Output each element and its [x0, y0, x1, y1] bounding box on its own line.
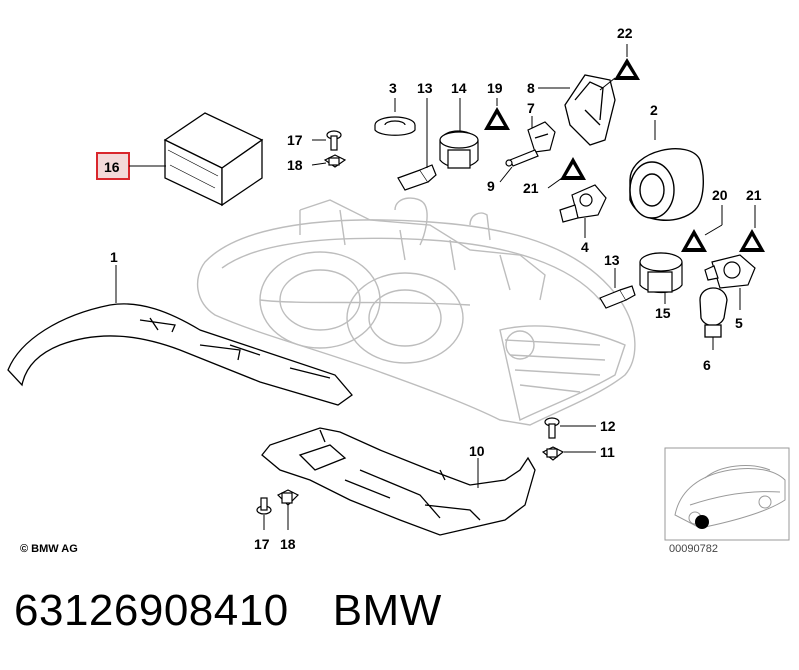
highlight-box-16: [96, 152, 130, 180]
part-12-screw: [544, 417, 560, 439]
part-14-socket: [439, 130, 479, 169]
callout-21-right: 21: [746, 187, 762, 203]
part-2-reflector-bowl: [629, 148, 704, 221]
part-19-warning-label: [484, 107, 510, 130]
brand-name: BMW: [332, 586, 442, 635]
callout-18-upper: 18: [287, 157, 303, 173]
callout-13-upper: 13: [417, 80, 433, 96]
part-18-clip-upper: [323, 154, 347, 168]
part-21-warning-label-right: [739, 229, 765, 252]
callout-20: 20: [712, 187, 728, 203]
part-11-clip: [541, 446, 565, 461]
part-21-warning-label-mid: [560, 157, 586, 180]
parts-diagram: 1 2 3 4 5 6 7 8 9 10 11 12 13 13 14 15 1…: [7, 25, 790, 555]
callout-7: 7: [527, 100, 535, 116]
part-13-bulb-upper: [397, 164, 437, 191]
part-5-bulb-socket: [704, 254, 756, 289]
callout-5: 5: [735, 315, 743, 331]
callout-2: 2: [650, 102, 658, 118]
headlight-housing-ghost: [196, 197, 636, 426]
copyright-text: © BMW AG: [20, 543, 78, 555]
callout-14: 14: [451, 80, 467, 96]
part-13-bulb-lower: [599, 285, 636, 309]
callout-19: 19: [487, 80, 503, 96]
vehicle-thumbnail: [664, 447, 790, 541]
diagram-code: 00090782: [669, 543, 718, 555]
callout-labels: 1 2 3 4 5 6 7 8 9 10 11 12 13 13 14 15 1…: [104, 25, 762, 552]
footer-caption: 63126908410 BMW: [14, 586, 442, 636]
callout-22: 22: [617, 25, 633, 41]
callout-3: 3: [389, 80, 397, 96]
callout-4: 4: [581, 239, 589, 255]
part-1-trim-strip: [7, 303, 353, 406]
part-20-warning-label: [681, 229, 707, 252]
callout-6: 6: [703, 357, 711, 373]
part-17-screw-upper: [326, 130, 342, 151]
location-marker-icon: [695, 515, 709, 529]
part-17-screw-lower: [256, 497, 272, 515]
part-3-ring: [374, 116, 416, 136]
part-16-package: [163, 112, 264, 207]
part-6-bulb: [699, 287, 728, 338]
part-8-reflector-bracket: [564, 74, 616, 146]
callout-17-lower: 17: [254, 536, 270, 552]
callout-11: 11: [600, 444, 615, 460]
callout-15: 15: [655, 305, 671, 321]
part-22-warning-label: [614, 58, 640, 80]
callout-8: 8: [527, 80, 535, 96]
callout-9: 9: [487, 178, 495, 194]
part-7-holder: [527, 121, 556, 153]
part-4-bulb-holder: [559, 184, 607, 223]
callout-17-upper: 17: [287, 132, 303, 148]
callout-12: 12: [600, 418, 616, 434]
callout-18-lower: 18: [280, 536, 296, 552]
callout-1: 1: [110, 249, 118, 265]
callout-16: 16: [104, 159, 120, 175]
part-18-clip-lower: [276, 489, 300, 506]
callout-13-lower: 13: [604, 252, 620, 268]
part-9-screw: [505, 149, 539, 167]
callout-21-mid: 21: [523, 180, 539, 196]
part-15-socket: [639, 252, 683, 294]
callout-10: 10: [469, 443, 485, 459]
part-number: 63126908410: [14, 586, 289, 635]
part-10-lower-bracket: [261, 427, 536, 536]
